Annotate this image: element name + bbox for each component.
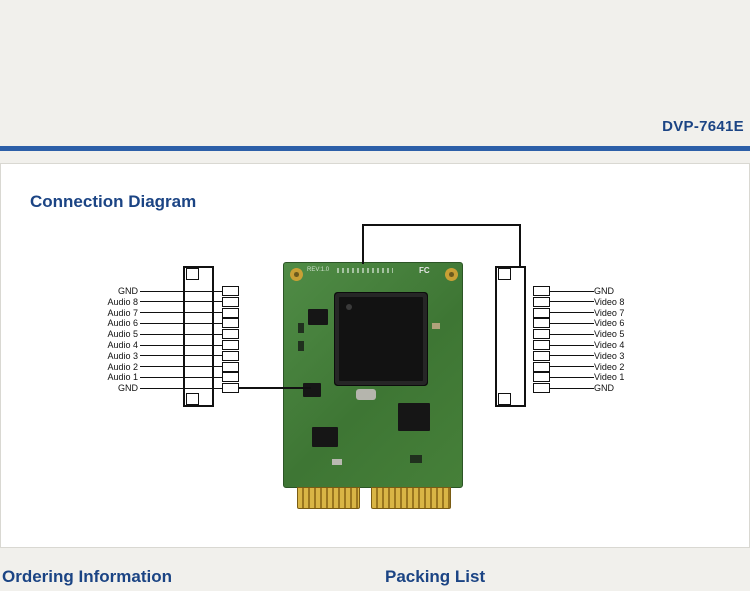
smd-component bbox=[410, 455, 422, 463]
left-pin-square bbox=[222, 286, 239, 296]
ordering-information-title: Ordering Information bbox=[2, 567, 172, 586]
revision-text: REV:1.0 bbox=[307, 267, 330, 273]
right-pin-wire bbox=[550, 355, 594, 357]
left-pin-square bbox=[222, 296, 239, 307]
smd-component bbox=[298, 341, 304, 351]
left-connector-housing bbox=[183, 266, 214, 407]
left-pin-wire bbox=[140, 344, 222, 346]
left-pin-wire bbox=[140, 312, 222, 314]
left-pin-wire bbox=[140, 355, 222, 357]
right-pin-square bbox=[533, 340, 550, 350]
mounting-hole-left bbox=[290, 268, 303, 281]
small-chip-b bbox=[312, 427, 338, 447]
left-pin-wire bbox=[140, 301, 222, 303]
right-pin-label: Video 4 bbox=[594, 340, 625, 350]
left-pin-square bbox=[222, 383, 239, 394]
left-pin-label: GND bbox=[118, 286, 138, 296]
right-pin-square bbox=[533, 383, 550, 394]
right-pin-square bbox=[533, 329, 550, 340]
right-pin-wire bbox=[550, 333, 594, 335]
packing-list-title: Packing List bbox=[385, 567, 486, 586]
cable-top-horizontal bbox=[362, 224, 521, 226]
silkscreen-marks bbox=[337, 268, 393, 273]
fcc-logo: FC bbox=[419, 266, 430, 275]
left-pin-label: Audio 4 bbox=[107, 340, 138, 350]
left-pin-wire bbox=[140, 366, 222, 368]
smd-component bbox=[332, 459, 342, 465]
left-connector-key-top bbox=[186, 268, 199, 280]
left-pin-square bbox=[222, 307, 239, 318]
left-pin-wire bbox=[140, 290, 222, 292]
right-pin-square bbox=[533, 296, 550, 307]
small-chip-d bbox=[303, 383, 321, 397]
left-pin-label: Audio 6 bbox=[107, 318, 138, 329]
right-pin-wire bbox=[550, 387, 594, 389]
left-pin-square bbox=[222, 318, 239, 329]
left-pin-label: Audio 7 bbox=[107, 307, 138, 318]
gold-edge-fingers-left bbox=[297, 487, 360, 509]
right-pin-label: Video 5 bbox=[594, 329, 625, 340]
right-pin-square bbox=[533, 361, 550, 372]
right-pin-square bbox=[533, 350, 550, 361]
right-pin-wire bbox=[550, 376, 594, 378]
right-pin-wire bbox=[550, 312, 594, 314]
pcb-board: REV:1.0 FC bbox=[283, 262, 463, 488]
right-pin-square bbox=[533, 307, 550, 318]
right-connector-housing bbox=[495, 266, 526, 407]
right-pin-wire bbox=[550, 366, 594, 368]
left-pin-wire bbox=[140, 376, 222, 378]
right-connector-key-bottom bbox=[498, 393, 511, 405]
main-chip bbox=[339, 297, 423, 381]
right-pin-wire bbox=[550, 344, 594, 346]
left-pin-square bbox=[222, 340, 239, 350]
right-pin-label: Video 2 bbox=[594, 361, 625, 372]
right-pin-wire bbox=[550, 301, 594, 303]
right-pin-square bbox=[533, 318, 550, 329]
left-pin-label: Audio 3 bbox=[107, 350, 138, 361]
right-pin-label: Video 1 bbox=[594, 372, 625, 383]
right-pin-wire bbox=[550, 322, 594, 324]
left-pin-label: Audio 5 bbox=[107, 329, 138, 340]
connection-diagram-title: Connection Diagram bbox=[30, 192, 197, 211]
right-pin-wire bbox=[550, 290, 594, 292]
cable-right-connector-vertical bbox=[519, 224, 521, 268]
left-pin-square bbox=[222, 361, 239, 372]
left-pin-label: Audio 2 bbox=[107, 361, 138, 372]
left-connector-key-bottom bbox=[186, 393, 199, 405]
right-pin-label: Video 3 bbox=[594, 350, 625, 361]
header-accent-bar bbox=[0, 146, 750, 151]
chip-pin1-dot bbox=[346, 304, 352, 310]
product-model: DVP-7641E bbox=[662, 118, 744, 135]
smd-component bbox=[298, 323, 304, 333]
left-pin-wire bbox=[140, 322, 222, 324]
left-pin-square bbox=[222, 372, 239, 383]
left-pin-label: Audio 1 bbox=[107, 372, 138, 383]
right-pin-label: GND bbox=[594, 286, 614, 296]
right-connector-key-top bbox=[498, 268, 511, 280]
left-pin-label: GND bbox=[118, 383, 138, 394]
right-pin-square bbox=[533, 286, 550, 296]
mounting-hole-right bbox=[445, 268, 458, 281]
left-pin-label: Audio 8 bbox=[107, 296, 138, 307]
right-pin-square bbox=[533, 372, 550, 383]
cable-left-gnd bbox=[239, 387, 311, 389]
smd-component bbox=[432, 323, 440, 329]
gold-edge-fingers-right bbox=[371, 487, 451, 509]
crystal-oscillator bbox=[356, 389, 376, 400]
left-pin-square bbox=[222, 329, 239, 340]
right-pin-label: GND bbox=[594, 383, 614, 394]
cable-board-vertical bbox=[362, 224, 364, 264]
small-chip-c bbox=[308, 309, 328, 325]
right-pin-label: Video 6 bbox=[594, 318, 625, 329]
left-pin-wire bbox=[140, 387, 222, 389]
right-pin-label: Video 8 bbox=[594, 296, 625, 307]
small-chip-a bbox=[398, 403, 430, 431]
left-pin-square bbox=[222, 350, 239, 361]
left-pin-wire bbox=[140, 333, 222, 335]
right-pin-label: Video 7 bbox=[594, 307, 625, 318]
